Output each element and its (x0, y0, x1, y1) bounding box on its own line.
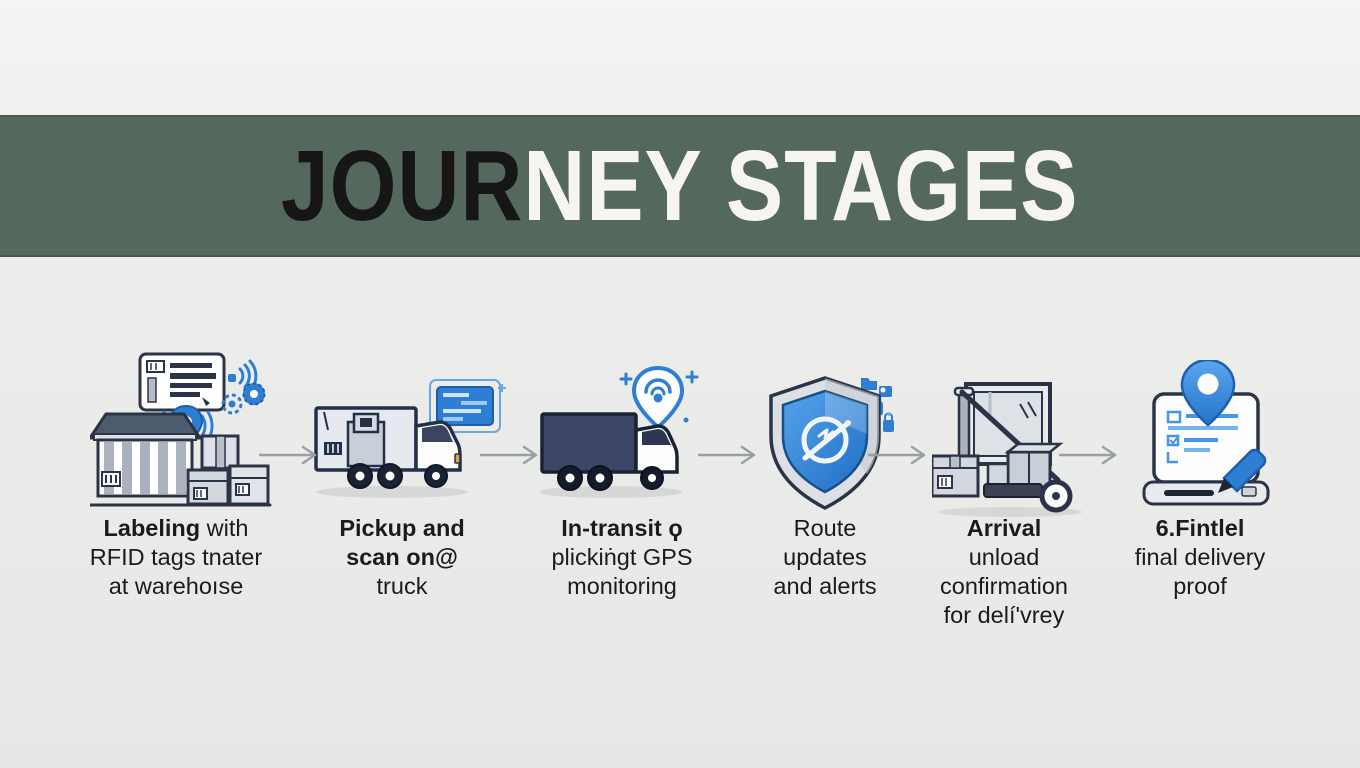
stage-caption-pickup: Pickup and scan on@ truck (282, 514, 522, 601)
caption-line: RFID tags tnater (89, 544, 263, 570)
stage-caption-labeling: Labeling with RFID tags tnater at wareho… (56, 514, 296, 601)
caption-line: for delí'vrey (943, 602, 1065, 628)
title-banner: JOURNEY STAGES (0, 115, 1360, 257)
caption-line: plickiṅgt GPS (551, 544, 693, 570)
stage-caption-final: 6.Fintlel final delivery proof (1080, 514, 1320, 601)
caption-line: final delivery (1134, 544, 1266, 570)
caption-line: 6.Fintlel (1155, 515, 1245, 541)
title-part-dark: JOUR (281, 130, 524, 242)
caption-line: In-transit ϙ (561, 515, 683, 541)
shield-route-alerts-icon (765, 374, 900, 516)
unload-handtruck-icon (932, 380, 1087, 522)
arrow-icon (257, 444, 327, 466)
caption-line: Pickup and (339, 515, 465, 541)
arrow-icon (478, 444, 548, 466)
title-part-light: NEY STAGES (523, 130, 1079, 242)
caption-line: and alerts (773, 573, 877, 599)
caption-line: Labeling (103, 515, 201, 541)
arrow-icon (866, 444, 936, 466)
delivery-proof-tablet-icon (1138, 360, 1278, 512)
arrow-icon (1057, 444, 1127, 466)
caption-line: truck (376, 573, 428, 599)
arrow-icon (696, 444, 766, 466)
caption-line: Route (793, 515, 857, 541)
caption-line: monitoring (567, 573, 677, 599)
page-title: JOURNEY STAGES (281, 136, 1078, 236)
caption-line: Arrival (966, 515, 1042, 541)
stage-caption-route: Route updates and alerts (705, 514, 945, 601)
stage-caption-arrival: Arrival unload confirmation for delí'vre… (884, 514, 1124, 630)
caption-line: confirmation (940, 573, 1068, 599)
transit-truck-gps-icon (540, 364, 712, 506)
caption-line: updates (783, 544, 867, 570)
caption-line: at warehoıse (108, 573, 244, 599)
stage-caption-in-transit: In-transit ϙ plickiṅgt GPS monitoring (502, 514, 742, 601)
caption-line: unload (968, 544, 1040, 570)
caption-line: scan on@ (346, 544, 458, 570)
caption-line: proof (1173, 573, 1227, 599)
warehouse-rfid-label-icon (90, 350, 272, 508)
pickup-truck-scan-icon (312, 378, 507, 510)
caption-line: with (200, 515, 249, 541)
